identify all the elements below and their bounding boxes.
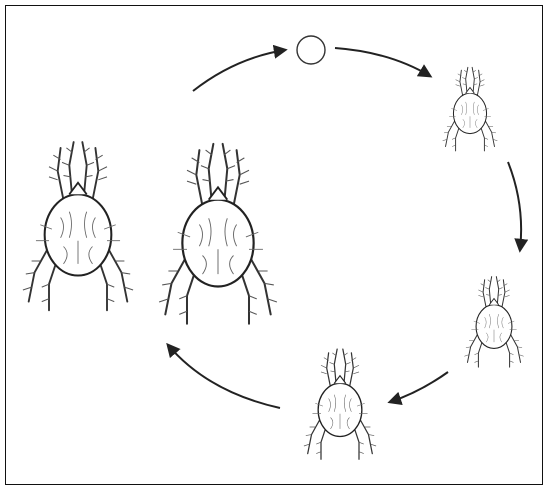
adult-male-mite-icon — [23, 142, 133, 310]
arrow-deutonymph-to-adult — [168, 345, 280, 408]
larva-mite-icon — [443, 67, 498, 151]
adult-female-mite-icon — [159, 144, 277, 324]
arrow-adult-to-egg — [193, 50, 285, 91]
protonymph-mite-icon — [464, 277, 523, 367]
arrow-egg-to-larva — [335, 48, 430, 76]
arrow-larva-to-protonymph — [508, 162, 521, 250]
deutonymph-mite-icon — [304, 349, 376, 459]
egg-icon — [297, 36, 325, 64]
arrow-protonymph-to-deutonymph — [390, 372, 448, 402]
